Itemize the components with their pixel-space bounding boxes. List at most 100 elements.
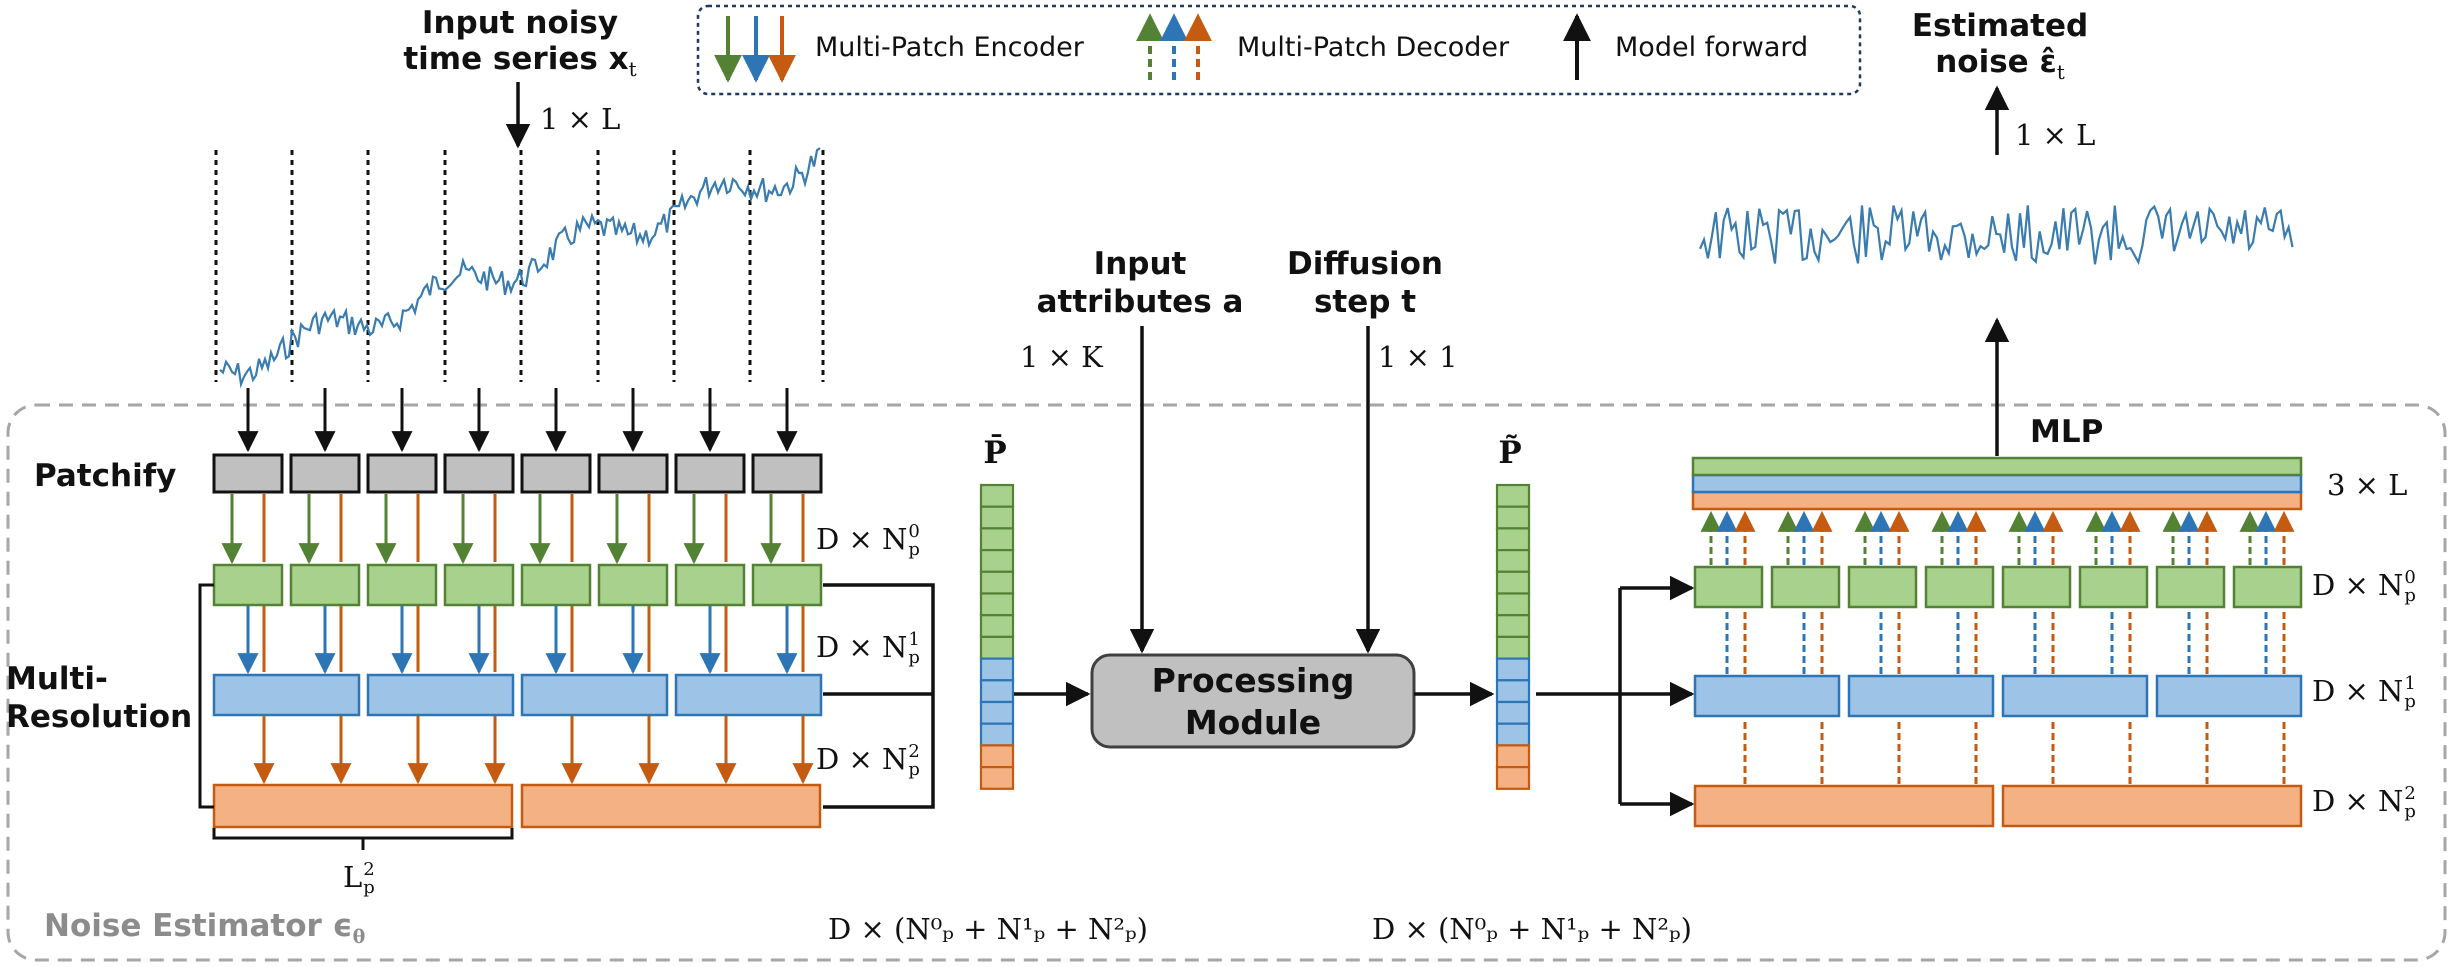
- decoder-orange-box-0: [1693, 784, 1995, 828]
- encoder-dim-1-main: D × N: [816, 630, 908, 664]
- processing-module-box: [1090, 653, 1416, 749]
- encoder: [212, 388, 823, 829]
- encoder-green-box-5: [597, 563, 669, 607]
- ptilde-green-token-4: [1495, 570, 1531, 595]
- encoder-blue-box-1: [366, 673, 515, 717]
- ptilde-blue-token-1: [1495, 679, 1531, 704]
- decoder-blue-box-1: [1847, 674, 1995, 718]
- pbar-green-token-3: [979, 548, 1015, 573]
- p-bar-label: P̄: [983, 435, 1007, 471]
- encoder-orange-box-0: [212, 783, 514, 829]
- noise-estimator-border: [6, 403, 2447, 962]
- decoder-dim-2-main: D × N: [2312, 784, 2404, 818]
- patch-length-sub: p: [363, 877, 375, 898]
- diffusion-dim: 1 × 1: [1378, 340, 1458, 374]
- legend-encoder-arrows-icon: [714, 16, 796, 83]
- ptilde-green-token-3: [1495, 548, 1531, 573]
- output-title-line1: Estimated: [1911, 8, 2089, 44]
- attributes-line1: Input: [1093, 246, 1187, 282]
- ptilde-green-token-6: [1495, 614, 1531, 639]
- encoder-blue-box-0: [212, 673, 361, 717]
- encoder-green-box-6: [674, 563, 746, 607]
- output-noise-series: [1698, 204, 2294, 266]
- pbar-blue-token-0: [979, 657, 1015, 682]
- decoder-green-box-3: [1924, 565, 1995, 609]
- p-tilde-dim: D × (N⁰ₚ + N¹ₚ + N²ₚ): [1372, 912, 1692, 946]
- ptilde-green-token-7: [1495, 635, 1531, 660]
- decoder-green-box-5: [2078, 565, 2149, 609]
- attributes-line2: attributes a: [1036, 284, 1244, 320]
- input-title-line1: Input noisy: [421, 5, 619, 41]
- pbar-orange-token-1: [979, 765, 1015, 790]
- pbar-blue-token-1: [979, 679, 1015, 704]
- p-bar-column: [979, 483, 1015, 790]
- decoder-split-lines: [1536, 588, 1622, 804]
- p-tilde-column: [1495, 483, 1531, 790]
- encoder-dim-0-main: D × N: [816, 522, 908, 556]
- decoder-dim-2-sub: p: [2404, 801, 2416, 822]
- ptilde-green-token-2: [1495, 527, 1531, 552]
- input-title-sub: t: [628, 57, 637, 82]
- output-title: Estimated noise ε̂t: [1870, 8, 2130, 90]
- decoder-dim-1-sub: p: [2404, 691, 2416, 712]
- multi-resolution-line2: Resolution: [6, 699, 193, 735]
- pbar-green-token-4: [979, 570, 1015, 595]
- patch-separators: [214, 150, 825, 382]
- encoder-dim-2-sup: 2: [908, 741, 920, 762]
- encoder-blue-box-2: [520, 673, 669, 717]
- processing-module-label: Processing Module: [1092, 660, 1414, 744]
- multi-resolution-label: Multi- Resolution: [6, 660, 192, 736]
- patch-box-4: [520, 453, 592, 494]
- diffusion-title: Diffusion step t: [1225, 245, 1505, 321]
- decoder-dim-2-sup: 2: [2404, 783, 2416, 804]
- encoder-dim-0-sup: 0: [908, 521, 920, 542]
- p-tilde-label: P̃: [1498, 435, 1522, 471]
- processing-line1: Processing: [1151, 661, 1355, 700]
- output-dim: 1 × L: [2015, 118, 2096, 152]
- mlp-layer-blue: [1691, 473, 2303, 494]
- encoder-dim-2-sub: p: [908, 759, 920, 780]
- input-time-series: [219, 147, 821, 389]
- encoder-green-box-2: [366, 563, 438, 607]
- input-title: Input noisy time series xt: [390, 5, 650, 87]
- encoder-green-box-4: [520, 563, 592, 607]
- encoder-blue-box-3: [674, 673, 823, 717]
- decoder-dim-1-sup: 1: [2404, 673, 2416, 694]
- decoder-green-box-2: [1847, 565, 1918, 609]
- decoder-green-box-6: [2155, 565, 2226, 609]
- pbar-green-token-6: [979, 614, 1015, 639]
- decoder-green-box-4: [2001, 565, 2072, 609]
- encoder-orange-box-1: [520, 783, 822, 829]
- encoder-green-box-1: [289, 563, 361, 607]
- patch-box-5: [597, 453, 669, 494]
- ptilde-green-token-1: [1495, 505, 1531, 530]
- processing-line2: Module: [1184, 703, 1322, 742]
- decoder-dim-0-main: D × N: [2312, 568, 2404, 602]
- p-bar-dim: D × (N⁰ₚ + N¹ₚ + N²ₚ): [828, 912, 1148, 946]
- encoder-green-box-3: [443, 563, 515, 607]
- output-title-text: noise ε̂: [1935, 44, 2057, 80]
- input-dim: 1 × L: [540, 102, 621, 136]
- encoder-green-box-7: [751, 563, 823, 607]
- decoder-green-box-7: [2232, 565, 2303, 609]
- mlp-label: MLP: [2030, 414, 2104, 450]
- decoder-green-box-0: [1693, 565, 1764, 609]
- legend-encoder-label: Multi-Patch Encoder: [815, 32, 1084, 63]
- ptilde-blue-token-3: [1495, 722, 1531, 747]
- patch-length-main: L: [343, 860, 363, 894]
- patch-box-2: [366, 453, 438, 494]
- attributes-dim: 1 × K: [1020, 340, 1103, 374]
- mlp-layer-green: [1691, 456, 2303, 477]
- pbar-green-token-5: [979, 592, 1015, 617]
- diffusion-line1: Diffusion: [1287, 246, 1443, 282]
- decoder: [1693, 510, 2303, 828]
- patch-length-sup: 2: [363, 859, 375, 880]
- pbar-green-token-7: [979, 635, 1015, 660]
- pbar-green-token-2: [979, 527, 1015, 552]
